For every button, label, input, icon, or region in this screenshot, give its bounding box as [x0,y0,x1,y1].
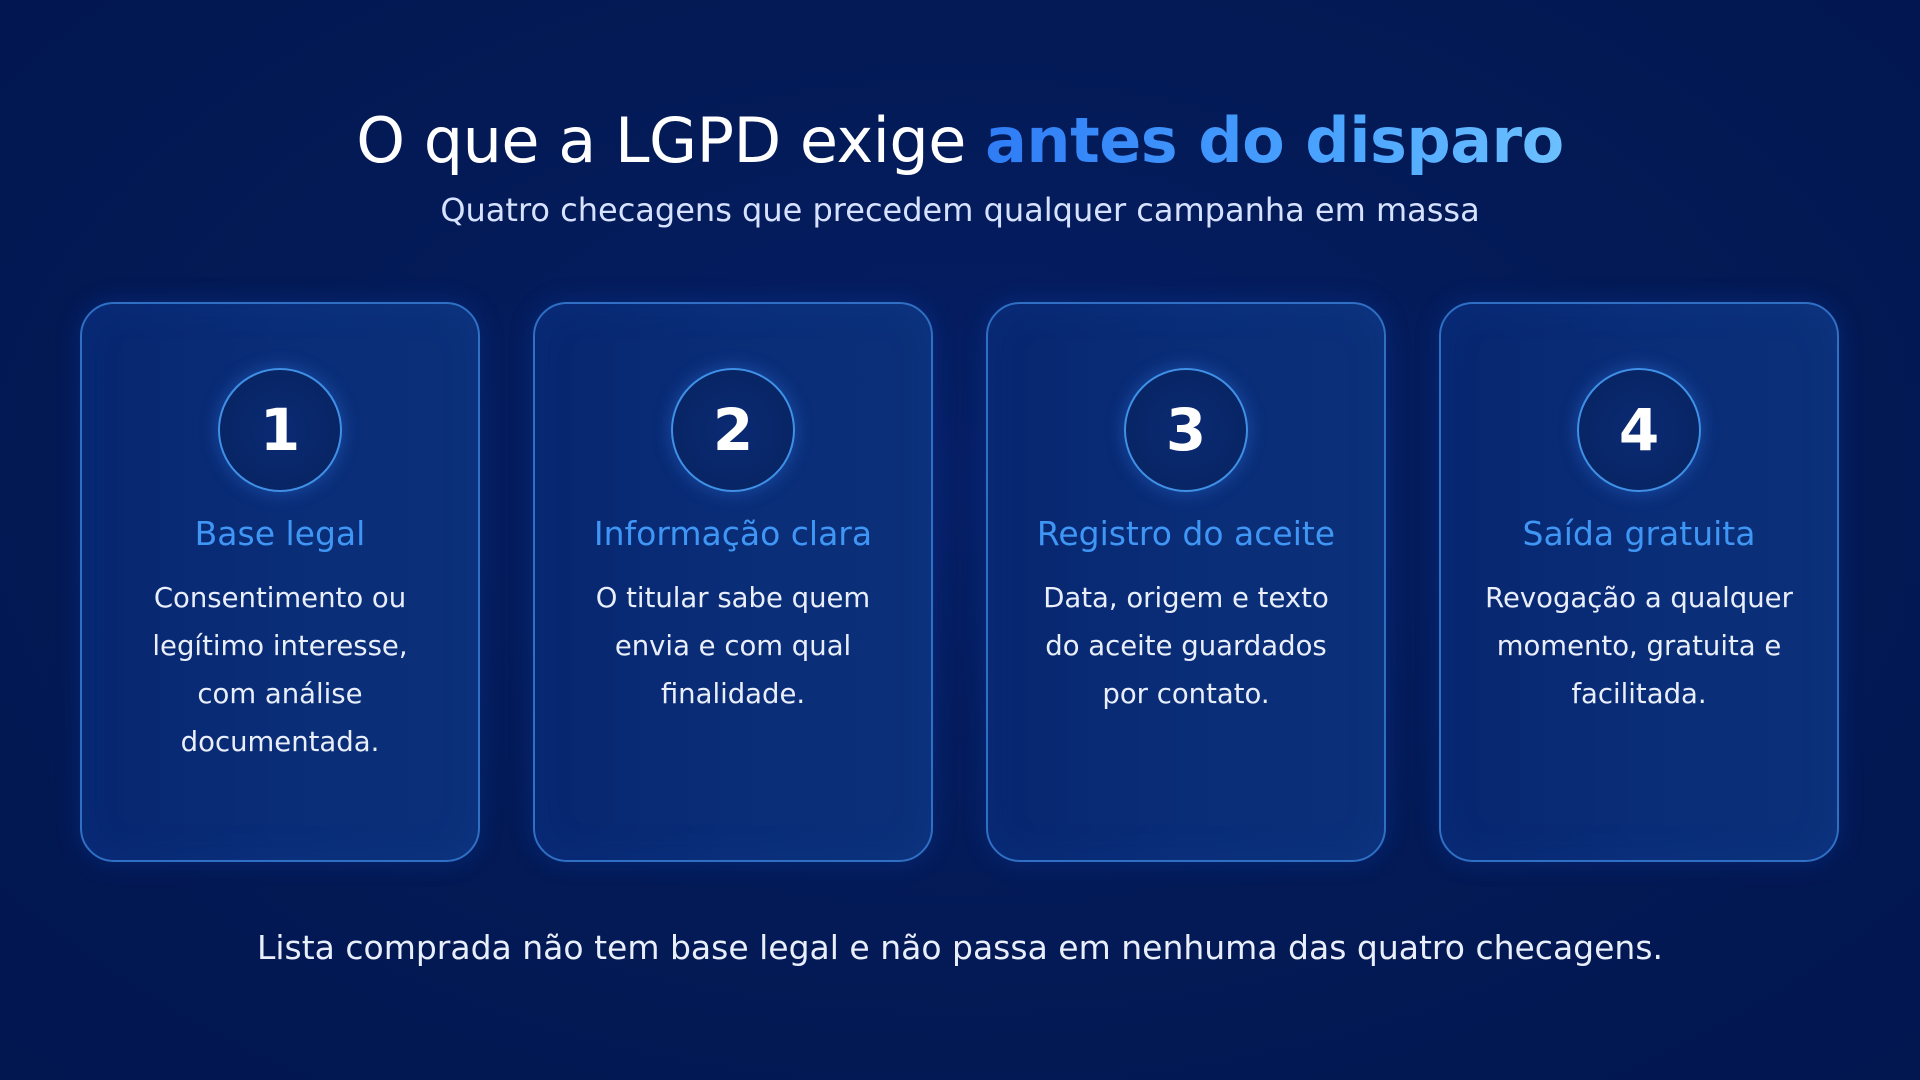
step-number-badge: 1 [218,368,342,492]
card-saida-gratuita: 4 Saída gratuita Revogação a qualquer mo… [1439,302,1839,862]
card-informacao-clara: 2 Informação clara O titular sabe quem e… [533,302,933,862]
card-registro-do-aceite: 3 Registro do aceite Data, origem e text… [986,302,1386,862]
card-title: Registro do aceite [1036,514,1336,553]
title-accent-text: antes do disparo [985,104,1564,177]
slide-header: O que a LGPD exige antes do disparo Quat… [0,98,1920,232]
card-title: Saída gratuita [1522,514,1756,553]
card-base-legal: 1 Base legal Consentimento ou legítimo i… [80,302,480,862]
title-main-text: O que a LGPD exige [356,104,986,177]
slide-title: O que a LGPD exige antes do disparo [0,98,1920,184]
slide-subtitle: Quatro checagens que precedem qualquer c… [440,191,1480,229]
card-description: O titular sabe quem envia e com qual fin… [595,582,871,710]
checklist-cards: 1 Base legal Consentimento ou legítimo i… [80,302,1840,862]
card-description: Consentimento ou legítimo interesse, com… [152,582,408,758]
card-description: Revogação a qualquer momento, gratuita e… [1485,582,1793,710]
card-title: Informação clara [593,514,873,553]
footer-note: Lista comprada não tem base legal e não … [256,928,1664,967]
step-number-badge: 2 [671,368,795,492]
card-description: Data, origem e texto do aceite guardados… [1043,582,1329,710]
card-title: Base legal [194,514,366,553]
step-number-badge: 4 [1577,368,1701,492]
step-number-badge: 3 [1124,368,1248,492]
